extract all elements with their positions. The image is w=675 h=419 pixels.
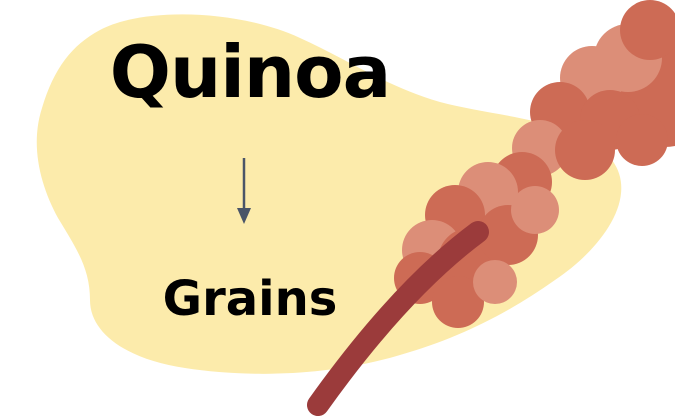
main-title: Quinoa [100, 36, 400, 108]
arrow-down-icon [236, 158, 252, 224]
upper-seed-cluster [512, 0, 675, 180]
category-label: Grains [150, 275, 350, 323]
